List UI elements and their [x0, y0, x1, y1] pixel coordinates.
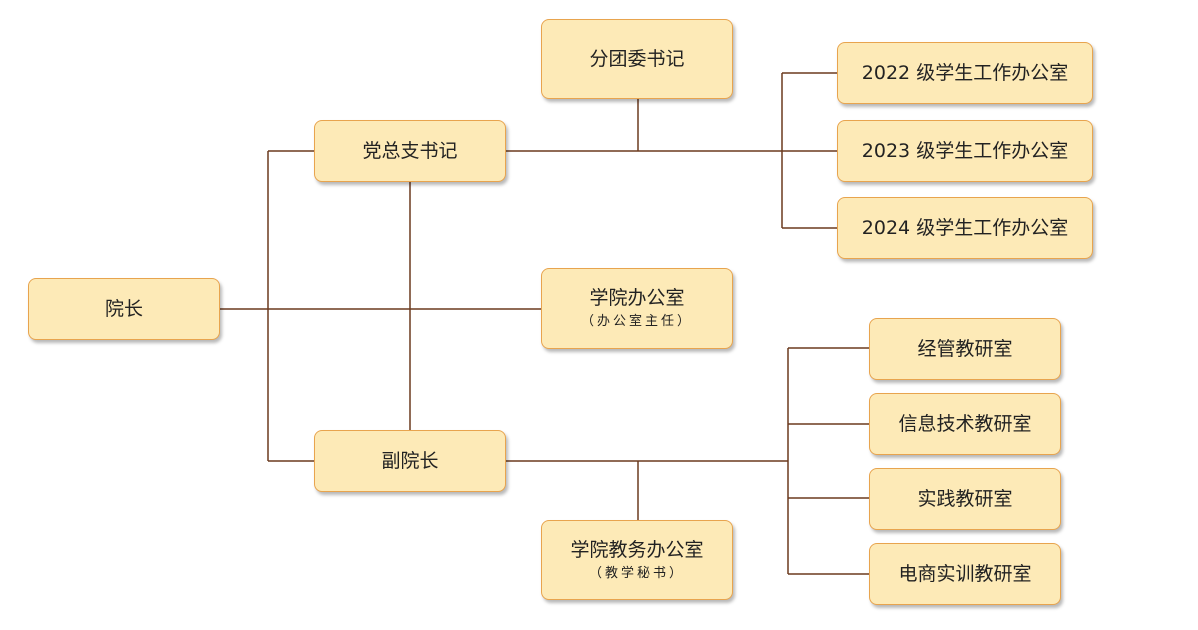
node-label: 学院教务办公室: [570, 538, 704, 561]
node-room-management: 经管教研室: [869, 318, 1061, 380]
node-label: 学院办公室: [589, 287, 685, 309]
node-office-2022: 2022 级学生工作办公室: [837, 42, 1093, 104]
node-party-secretary: 党总支书记: [314, 120, 506, 182]
node-sublabel: （办公室主任）: [580, 314, 693, 329]
node-label: 2022 级学生工作办公室: [861, 62, 1069, 84]
node-label: 2023 级学生工作办公室: [861, 140, 1069, 162]
node-academic-office: 学院教务办公室 （教学秘书）: [541, 520, 733, 600]
node-label: 分团委书记: [589, 48, 685, 70]
node-office-2024: 2024 级学生工作办公室: [837, 197, 1093, 259]
node-room-it: 信息技术教研室: [869, 393, 1061, 455]
node-label: 党总支书记: [362, 140, 458, 162]
node-vice-dean: 副院长: [314, 430, 506, 492]
node-room-ecommerce: 电商实训教研室: [869, 543, 1061, 605]
node-college-office: 学院办公室 （办公室主任）: [541, 268, 733, 349]
node-label: 院长: [104, 298, 143, 320]
node-label: 2024 级学生工作办公室: [861, 217, 1069, 239]
node-league-secretary: 分团委书记: [541, 19, 733, 99]
node-label: 副院长: [381, 450, 439, 472]
node-label: 经管教研室: [917, 338, 1013, 360]
node-label: 实践教研室: [917, 488, 1013, 510]
node-label: 信息技术教研室: [898, 413, 1032, 435]
node-dean: 院长: [28, 278, 220, 340]
node-sublabel: （教学秘书）: [588, 565, 685, 581]
node-label: 电商实训教研室: [898, 563, 1032, 585]
node-office-2023: 2023 级学生工作办公室: [837, 120, 1093, 182]
node-room-practice: 实践教研室: [869, 468, 1061, 530]
